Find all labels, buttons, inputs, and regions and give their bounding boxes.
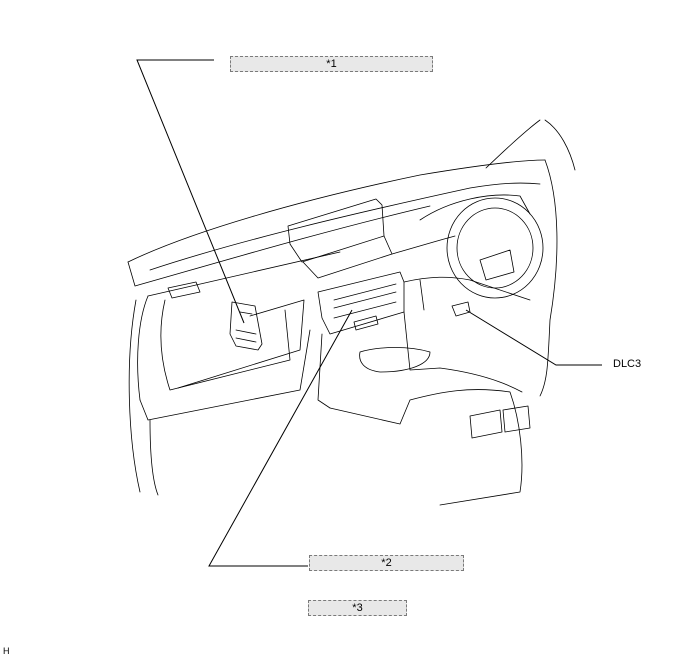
dlc3-connector [451, 301, 471, 317]
steering-wheel [446, 197, 544, 299]
dash-top-outline [127, 159, 546, 263]
callout-2: *2 [309, 555, 464, 571]
glovebox [177, 299, 305, 389]
display-hood [302, 235, 393, 279]
leader-line-1 [136, 59, 245, 324]
a-pillar-right [485, 119, 576, 171]
audio-unit-detail [333, 283, 397, 331]
steering-hub [479, 249, 515, 281]
rear-vent [469, 405, 531, 439]
door-left [128, 299, 159, 496]
right-lower-dash [403, 276, 531, 311]
right-door [539, 159, 558, 397]
console-body [329, 389, 523, 506]
steering-wheel-inner [456, 207, 534, 289]
figure-code: H [3, 646, 10, 656]
dash-mid-line [147, 235, 456, 297]
dlc3-label: DLC3 [613, 358, 642, 370]
control-module [229, 301, 263, 351]
callout-1: *1 [230, 56, 433, 72]
lower-left-panel [139, 329, 311, 421]
callout-3: *3 [308, 600, 407, 616]
control-module-detail [235, 311, 257, 343]
dash-front-edge [127, 205, 431, 287]
left-vent [167, 281, 201, 299]
console-bin [359, 347, 431, 373]
instrument-hood [419, 194, 531, 221]
leader-line-2 [208, 309, 353, 567]
left-dash-panel [137, 295, 291, 401]
center-console [317, 311, 523, 409]
leader-line-dlc3 [465, 309, 602, 366]
windshield-lower-edge [149, 182, 541, 271]
